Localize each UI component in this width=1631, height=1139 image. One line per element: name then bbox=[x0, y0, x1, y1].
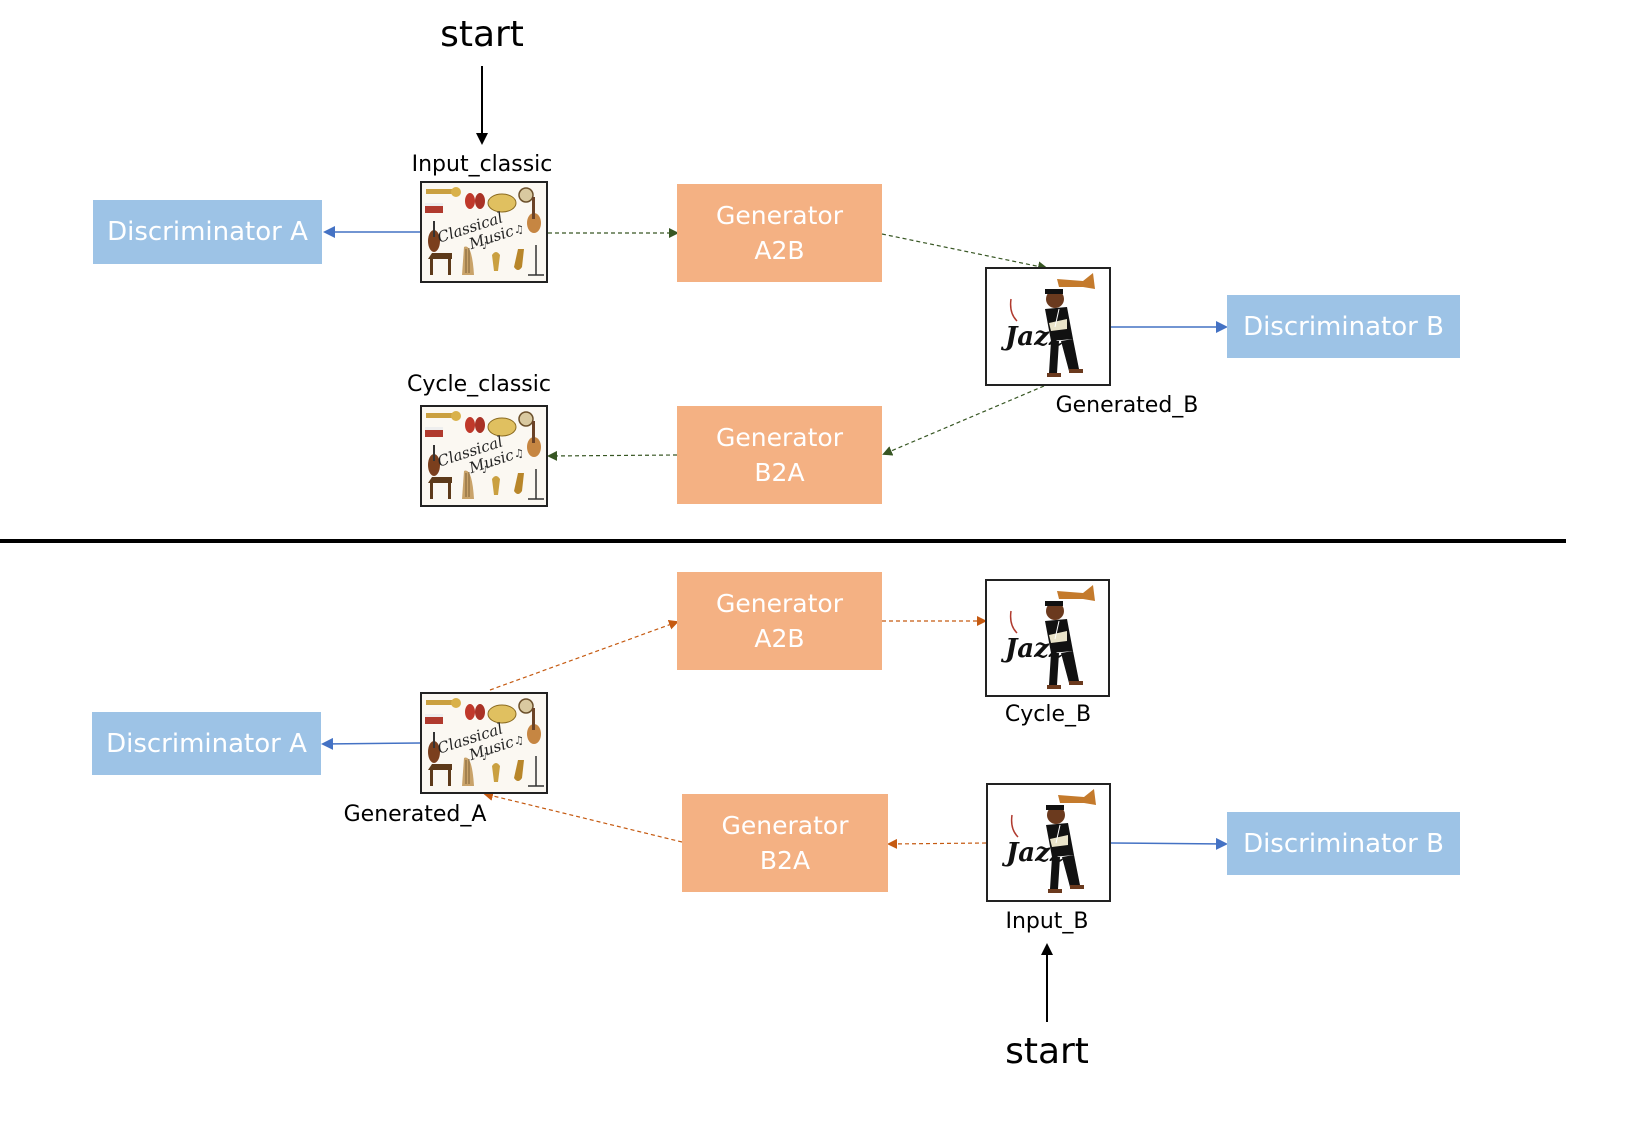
arrow-gen-a2b-to-generated-b bbox=[881, 233, 1048, 272]
svg-text:♪: ♪ bbox=[482, 241, 488, 252]
generator-b2a-top: Generator B2A bbox=[677, 406, 882, 504]
label-input-b: Input_B bbox=[1005, 909, 1089, 934]
classical-music-collage-icon: Classical Music ♪ ♫ bbox=[422, 183, 546, 281]
label-cycle-classic: Cycle_classic bbox=[407, 372, 551, 397]
cycle-b-image: Jazz bbox=[985, 579, 1110, 697]
generator-label-line1: Generator bbox=[716, 423, 843, 452]
classical-music-collage-icon: Classical Music ♪ ♫ bbox=[422, 694, 546, 792]
label-input-classic: Input_classic bbox=[411, 152, 553, 177]
generator-label-line2: A2B bbox=[754, 624, 805, 653]
generator-a2b-bottom: Generator A2B bbox=[677, 572, 882, 670]
arrow-generated-a-to-gen-a2b bbox=[489, 620, 679, 691]
generator-label-line2: B2A bbox=[759, 846, 811, 875]
generator-a2b-top: Generator A2B bbox=[677, 184, 882, 282]
svg-text:♪: ♪ bbox=[482, 752, 488, 763]
svg-text:♫: ♫ bbox=[514, 447, 524, 460]
generator-label-line2: B2A bbox=[754, 458, 805, 487]
discriminator-a-bottom: Discriminator A bbox=[92, 712, 321, 775]
generator-label-line1: Generator bbox=[716, 589, 843, 618]
arrow-input-b-to-disc-b bbox=[1110, 837, 1228, 850]
arrow-generated-b-to-gen-b2a bbox=[882, 385, 1045, 456]
generated-b-image: Jazz bbox=[985, 267, 1111, 386]
arrow-gen-b2a-to-cycle-classic bbox=[547, 450, 678, 461]
label-generated-a: Generated_A bbox=[343, 802, 487, 827]
jazz-trumpet-player-icon: Jazz bbox=[988, 785, 1109, 900]
start-label-bottom: start bbox=[1005, 1031, 1089, 1072]
generator-b2a-bottom: Generator B2A bbox=[682, 794, 888, 892]
arrow-input-b-to-gen-b2a bbox=[887, 838, 987, 849]
label-generated-b: Generated_B bbox=[1055, 393, 1199, 418]
svg-text:♪: ♪ bbox=[482, 465, 488, 476]
jazz-trumpet-player-icon: Jazz bbox=[987, 581, 1108, 695]
svg-text:♫: ♫ bbox=[514, 734, 524, 747]
arrow-gen-b2a-to-generated-a bbox=[483, 791, 683, 843]
generator-label-line2: A2B bbox=[754, 236, 805, 265]
generated-a-image: Classical Music ♪ ♫ bbox=[420, 692, 548, 794]
label-cycle-b: Cycle_B bbox=[1004, 702, 1092, 727]
arrow-generated-a-to-disc-a bbox=[321, 737, 421, 750]
input-b-image: Jazz bbox=[986, 783, 1111, 902]
jazz-trumpet-player-icon: Jazz bbox=[987, 269, 1108, 384]
discriminator-b-bottom: Discriminator B bbox=[1227, 812, 1460, 875]
discriminator-b-top: Discriminator B bbox=[1227, 295, 1460, 358]
classical-music-collage-icon: Classical Music ♪ ♫ bbox=[422, 407, 546, 505]
generator-label-line1: Generator bbox=[716, 201, 843, 230]
cycle-classic-image: Classical Music ♪ ♫ bbox=[420, 405, 548, 507]
discriminator-a-top: Discriminator A bbox=[93, 200, 322, 264]
svg-text:♫: ♫ bbox=[514, 223, 524, 236]
start-label-top: start bbox=[440, 14, 524, 55]
input-classic-image: Classical Music ♪ ♫ bbox=[420, 181, 548, 283]
generator-label-line1: Generator bbox=[721, 811, 849, 840]
